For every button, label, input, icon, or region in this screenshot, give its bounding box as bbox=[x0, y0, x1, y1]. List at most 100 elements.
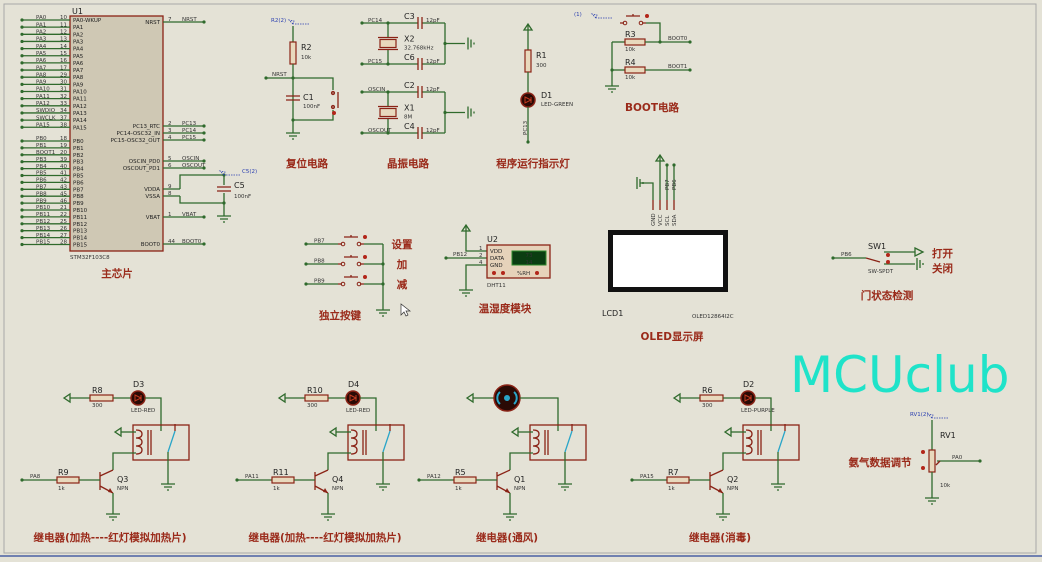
npn-transistor bbox=[314, 469, 329, 494]
pin-number: 30 bbox=[60, 80, 67, 86]
junction-dot bbox=[20, 229, 24, 233]
net-label: BOOT0 bbox=[182, 239, 202, 245]
mcu-title: 主芯片 bbox=[101, 267, 133, 280]
button-contact bbox=[340, 281, 346, 287]
net-label: PB14 bbox=[36, 233, 51, 239]
capacitor bbox=[286, 95, 300, 101]
pin-number: 29 bbox=[60, 72, 67, 78]
ground-symbol bbox=[376, 483, 390, 491]
relay-title: 继电器(加热----红灯模拟加热片) bbox=[33, 531, 186, 544]
voltage-probe bbox=[926, 413, 948, 419]
key-function-label: 加 bbox=[396, 258, 408, 271]
pin-name: PB0 bbox=[73, 139, 84, 145]
pin-number: 8 bbox=[168, 191, 172, 197]
led-ref: D3 bbox=[133, 380, 144, 389]
resistor bbox=[624, 38, 646, 46]
emitter-arrow bbox=[323, 488, 328, 493]
gas-title: 氨气数据调节 bbox=[849, 456, 912, 469]
pin-number: 6 bbox=[168, 163, 172, 169]
junction-dot bbox=[20, 194, 24, 198]
crystal-ref: X2 bbox=[404, 35, 415, 44]
net-label: PB7 bbox=[314, 239, 325, 245]
pin-name: PA1 bbox=[73, 25, 83, 31]
junction-dot bbox=[688, 40, 692, 44]
pin-number: 22 bbox=[60, 212, 67, 218]
power-terminal bbox=[465, 392, 474, 404]
button-actuator bbox=[363, 255, 367, 259]
junction-dot bbox=[20, 478, 24, 482]
junction-dot bbox=[443, 41, 447, 46]
oled-pin-name: SDA bbox=[672, 214, 678, 226]
pin-number: 17 bbox=[60, 65, 67, 71]
net-label: NRST bbox=[182, 17, 197, 23]
pin-number: 40 bbox=[60, 164, 67, 170]
c1-value: 100nF bbox=[303, 104, 320, 110]
transistor-ref: Q2 bbox=[727, 475, 738, 484]
mouse-cursor bbox=[400, 303, 412, 317]
capacitor-value: 12pF bbox=[426, 128, 440, 134]
crystal bbox=[379, 107, 397, 118]
net-label: NRST bbox=[272, 72, 287, 78]
mcu-body bbox=[69, 15, 164, 252]
pin-number: 2 bbox=[168, 121, 172, 127]
ground-symbol bbox=[771, 483, 785, 491]
pin-number: 9 bbox=[168, 184, 172, 190]
capacitor-value: 12pF bbox=[426, 59, 440, 65]
mcu-ref: U1 bbox=[72, 7, 83, 16]
net-label: PA4 bbox=[36, 44, 47, 50]
power-terminal bbox=[277, 392, 286, 404]
junction-dot bbox=[202, 242, 206, 246]
pin-name: VDDA bbox=[144, 187, 160, 193]
pin-number: 7 bbox=[168, 17, 172, 23]
junction-dot bbox=[20, 18, 24, 22]
junction-dot bbox=[20, 167, 24, 171]
crystal-title: 晶振电路 bbox=[387, 157, 429, 170]
rv1-value: 10k bbox=[940, 483, 951, 489]
net-label: PB9 bbox=[314, 279, 325, 285]
net-label: PA3 bbox=[36, 37, 47, 43]
r1-value: 300 bbox=[536, 63, 547, 69]
ground-symbol bbox=[106, 513, 120, 521]
pin-name: PA9 bbox=[73, 82, 84, 88]
net-label: PA15 bbox=[36, 122, 50, 128]
pin-name: PA5 bbox=[73, 54, 84, 60]
button-actuator bbox=[363, 235, 367, 239]
button-actuator bbox=[363, 275, 367, 279]
junction-dot bbox=[20, 160, 24, 164]
resistor bbox=[304, 394, 329, 402]
net-label: OSCIN bbox=[182, 156, 199, 162]
wire bbox=[640, 182, 654, 200]
led-value: LED-PURPLE bbox=[741, 408, 775, 414]
net-label: PA1 bbox=[36, 22, 46, 28]
transistor-value: NPN bbox=[514, 486, 526, 492]
base-resistor-ref: R7 bbox=[668, 468, 679, 477]
dht-part: DHT11 bbox=[487, 283, 506, 289]
emitter-arrow bbox=[108, 488, 113, 493]
r4-ref: R4 bbox=[625, 58, 636, 67]
relay bbox=[529, 424, 587, 461]
resistor bbox=[271, 476, 295, 484]
junction-dot bbox=[20, 201, 24, 205]
ground-symbol bbox=[636, 177, 644, 189]
reset-title: 复位电路 bbox=[285, 157, 328, 170]
probe-label: R2(2) bbox=[271, 18, 286, 24]
net-label: OSCOUT bbox=[182, 163, 206, 169]
dht-adjust-button bbox=[501, 271, 505, 275]
junction-dot bbox=[978, 459, 982, 463]
junction-dot bbox=[20, 187, 24, 191]
net-label: PB7 bbox=[665, 179, 671, 190]
ground-symbol bbox=[558, 483, 572, 491]
ground-symbol bbox=[286, 132, 300, 140]
capacitor bbox=[417, 58, 423, 70]
power-terminal bbox=[62, 392, 71, 404]
pin-name: PA10 bbox=[73, 90, 87, 96]
pin-number: 43 bbox=[60, 185, 67, 191]
pin-number: 41 bbox=[60, 171, 67, 177]
junction-dot bbox=[630, 478, 634, 482]
pin-name: PC15-OSC32_OUT bbox=[111, 138, 161, 144]
pin-number: 39 bbox=[60, 157, 67, 163]
pin-name: PA2 bbox=[73, 32, 83, 38]
junction-dot bbox=[202, 20, 206, 24]
pin-name: VSSA bbox=[145, 194, 160, 200]
